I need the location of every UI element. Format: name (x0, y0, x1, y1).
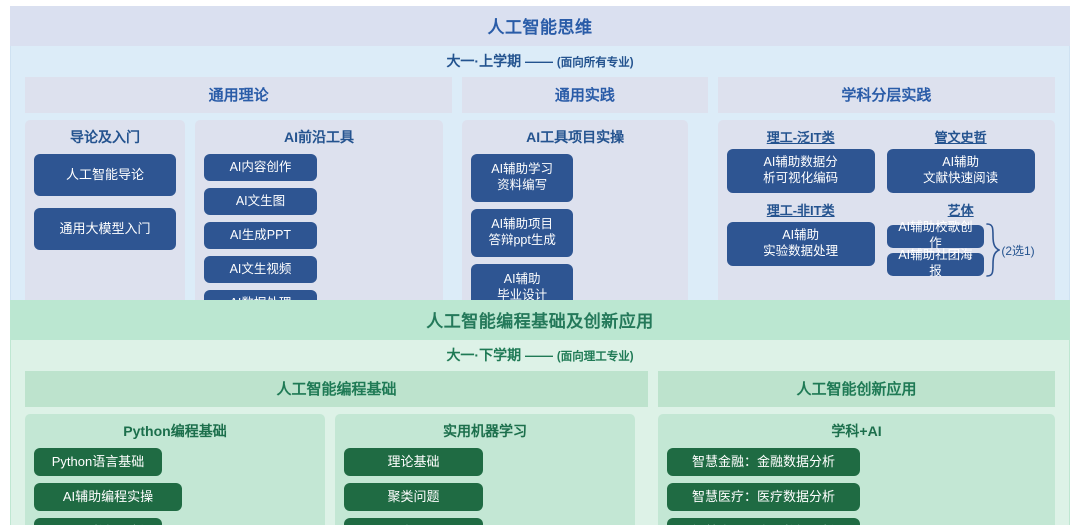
group-python: Python编程基础 Python语言基础 AI辅助编程实操 Python数据分… (25, 414, 325, 525)
course-pill[interactable]: AI文生图 (204, 188, 317, 215)
course-pill[interactable]: 智慧金融：金融数据分析 (667, 448, 860, 476)
category-label: 理工-非IT类 (766, 203, 835, 218)
subtitle-main: 大一·上学期 —— (446, 53, 553, 69)
category-label: 管文史哲 (934, 130, 987, 145)
subtitle-note: (面向所有专业) (556, 57, 634, 69)
course-pill[interactable]: 智慧农业：农业数据分析 (667, 518, 860, 525)
section-ai-programming: 人工智能编程基础及创新应用 大一·下学期 —— (面向理工专业) 人工智能编程基… (10, 300, 1070, 525)
course-pill[interactable]: 通用大模型入门 (34, 208, 176, 250)
course-pill[interactable]: AI生成PPT (204, 222, 317, 249)
category-label: 艺体 (947, 203, 974, 218)
course-pill[interactable]: AI辅助校歌创作 (886, 220, 985, 250)
column-heading: 通用理论 (25, 77, 453, 113)
subtitle-main: 大一·下学期 —— (446, 347, 553, 363)
course-pill[interactable]: AI辅助学习 资料编写 (471, 154, 574, 202)
course-pill[interactable]: 智慧医疗：医疗数据分析 (667, 483, 860, 511)
course-pill[interactable]: AI辅助社团海报 (886, 248, 985, 278)
discipline-cell-arts: 艺体 AI辅助校歌创作 AI辅助社团海报 (886, 200, 1035, 278)
course-pill[interactable]: 理论基础 (344, 448, 483, 476)
discipline-cell-humanities: 管文史哲 AI辅助 文献快速阅读 (886, 127, 1035, 193)
group-title: AI前沿工具 (284, 129, 354, 145)
column-row: 人工智能编程基础 Python编程基础 Python语言基础 AI辅助编程实操 … (11, 371, 1069, 525)
course-pill[interactable]: AI辅助数据分 析可视化编码 (726, 149, 875, 193)
choose-note: (2选1) (1001, 243, 1035, 258)
group-machine-learning: 实用机器学习 理论基础 聚类问题 分类问题 回归问题 (335, 414, 635, 525)
group-title: 实用机器学习 (443, 423, 527, 439)
course-pill[interactable]: AI辅助编程实操 (34, 483, 182, 511)
group-title: 学科+AI (831, 423, 882, 439)
category-label: 理工-泛IT类 (766, 130, 835, 145)
subtitle-note: (面向理工专业) (556, 351, 634, 363)
course-pill[interactable]: Python数据分析 (34, 518, 162, 525)
discipline-row: 理工-非IT类 AI辅助 实验数据处理 艺体 AI辅助校歌创作 AI辅助社团海报 (726, 200, 1046, 278)
course-pill[interactable]: AI内容创作 (204, 154, 317, 181)
course-pill[interactable]: Python语言基础 (34, 448, 162, 476)
discipline-cell-it: 理工-泛IT类 AI辅助数据分 析可视化编码 (726, 127, 875, 193)
section-title: 人工智能编程基础及创新应用 (10, 300, 1070, 340)
section-title: 人工智能思维 (10, 6, 1070, 46)
column-programming-basics: 人工智能编程基础 Python编程基础 Python语言基础 AI辅助编程实操 … (25, 371, 648, 525)
course-pill[interactable]: AI辅助 实验数据处理 (726, 222, 875, 266)
course-pill[interactable]: 人工智能导论 (34, 154, 176, 196)
discipline-cell-nonit: 理工-非IT类 AI辅助 实验数据处理 (726, 200, 875, 278)
course-pill[interactable]: AI文生视频 (204, 256, 317, 283)
group-title: AI工具项目实操 (526, 129, 625, 145)
section-body: 大一·下学期 —— (面向理工专业) 人工智能编程基础 Python编程基础 P… (10, 340, 1070, 525)
discipline-row: 理工-泛IT类 AI辅助数据分 析可视化编码 管文史哲 AI辅助 文献快速阅读 (726, 127, 1046, 193)
section-subtitle: 大一·上学期 —— (面向所有专业) (11, 46, 1069, 77)
column-heading: 人工智能编程基础 (25, 371, 648, 407)
course-pill[interactable]: 聚类问题 (344, 483, 483, 511)
course-pill[interactable]: 分类问题 (344, 518, 483, 525)
column-heading: 学科分层实践 (717, 77, 1055, 113)
curly-brace-icon (986, 223, 1001, 277)
column-heading: 人工智能创新应用 (658, 371, 1055, 407)
section-subtitle: 大一·下学期 —— (面向理工专业) (11, 340, 1069, 371)
course-pill[interactable]: AI辅助 文献快速阅读 (886, 149, 1035, 193)
group-discipline-ai: 学科+AI 智慧金融：金融数据分析 智慧医疗：医疗数据分析 智慧农业：农业数据分… (658, 414, 1055, 525)
column-innovation-application: 人工智能创新应用 学科+AI 智慧金融：金融数据分析 智慧医疗：医疗数据分析 智… (658, 371, 1055, 525)
course-pill[interactable]: AI辅助项目 答辩ppt生成 (471, 209, 574, 257)
column-heading: 通用实践 (462, 77, 708, 113)
group-title: 导论及入门 (70, 129, 140, 145)
group-title: Python编程基础 (123, 423, 227, 439)
